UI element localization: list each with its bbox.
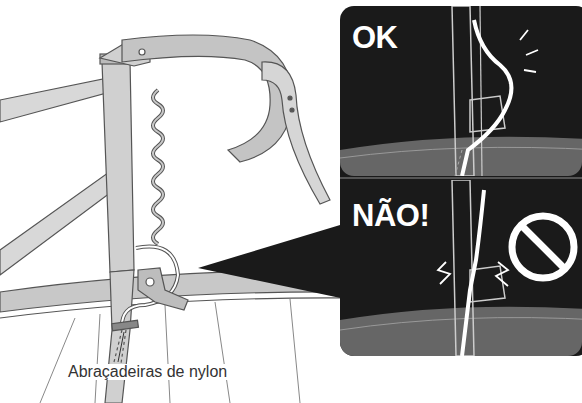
ok-detail xyxy=(340,6,582,176)
bike-front xyxy=(0,35,360,403)
callout-pointer xyxy=(198,222,350,300)
part-label: Abraçadeiras de nylon xyxy=(66,364,229,380)
dark-panel xyxy=(340,6,582,356)
nao-label: NÃO! xyxy=(352,200,429,231)
nao-detail xyxy=(340,180,582,356)
ok-label: OK xyxy=(352,22,398,53)
